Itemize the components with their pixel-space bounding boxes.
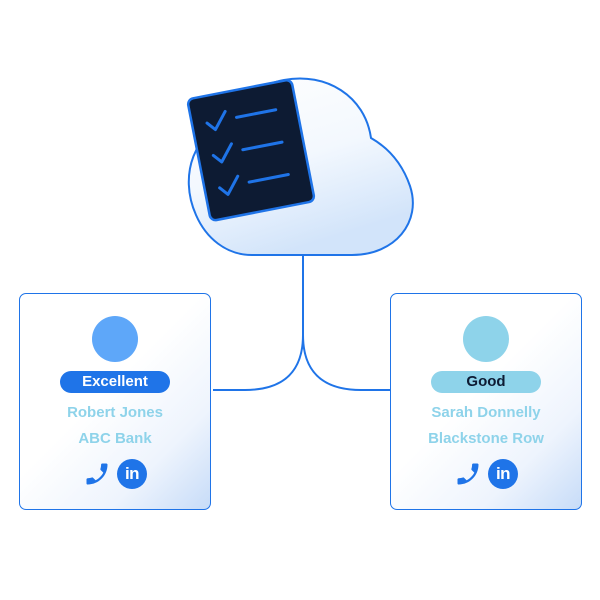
phone-icon[interactable] <box>454 459 482 489</box>
linkedin-icon[interactable]: in <box>117 459 147 489</box>
phone-icon[interactable] <box>83 459 111 489</box>
contact-card-robert-jones[interactable]: Excellent Robert Jones ABC Bank in <box>19 293 211 510</box>
rating-badge-good: Good <box>431 371 541 393</box>
clipboard-checklist-icon <box>186 79 316 222</box>
contact-company: Blackstone Row <box>428 430 544 447</box>
avatar <box>463 316 509 362</box>
rating-badge-excellent: Excellent <box>60 371 170 393</box>
contact-company: ABC Bank <box>78 430 152 447</box>
contact-name: Robert Jones <box>67 404 163 421</box>
contact-actions: in <box>391 457 581 491</box>
connector-lines <box>213 255 390 391</box>
contact-card-sarah-donnelly[interactable]: Good Sarah Donnelly Blackstone Row in <box>390 293 582 510</box>
linkedin-icon[interactable]: in <box>488 459 518 489</box>
avatar <box>92 316 138 362</box>
contact-name: Sarah Donnelly <box>431 404 541 421</box>
contact-actions: in <box>20 457 210 491</box>
